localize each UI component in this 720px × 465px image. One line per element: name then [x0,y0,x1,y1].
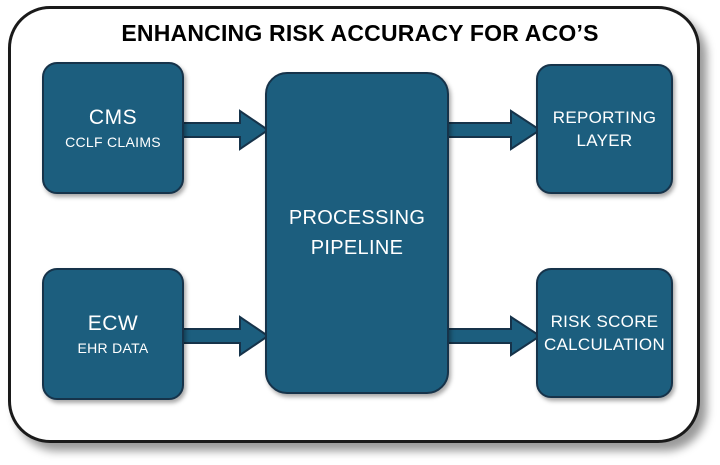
connector-pipeline-to-reporting-layer [447,108,542,152]
node-risk-line1: RISK SCORE [550,312,659,331]
connector-pipeline-to-risk-score [447,314,542,358]
connector-ecw-to-pipeline [178,314,270,358]
right-arrow-icon [178,315,270,357]
right-arrow-icon [178,109,270,151]
diagram-title: ENHANCING RISK ACCURACY FOR ACO’S [121,20,599,46]
node-ecw-title: ECW [87,311,139,335]
node-ecw[interactable]: ECW EHR DATA [42,268,184,400]
node-risk-score-calculation[interactable]: RISK SCORE CALCULATION [536,268,673,398]
node-cms-subtitle: CCLF CLAIMS [65,133,161,150]
node-report-line1: REPORTING [552,108,657,127]
node-reporting-layer[interactable]: REPORTING LAYER [536,64,673,194]
node-report-line2: LAYER [576,131,633,150]
node-pipeline-line2: PIPELINE [310,237,404,259]
right-arrow-icon [447,109,542,151]
connector-cms-to-pipeline [178,108,270,152]
node-cms[interactable]: CMS CCLF CLAIMS [42,62,184,194]
node-processing-pipeline[interactable]: PROCESSING PIPELINE [265,72,449,394]
node-pipeline-line1: PROCESSING [288,207,426,229]
right-arrow-icon [447,315,542,357]
node-cms-title: CMS [88,105,138,129]
node-risk-line2: CALCULATION [543,335,666,354]
node-ecw-subtitle: EHR DATA [77,339,149,356]
